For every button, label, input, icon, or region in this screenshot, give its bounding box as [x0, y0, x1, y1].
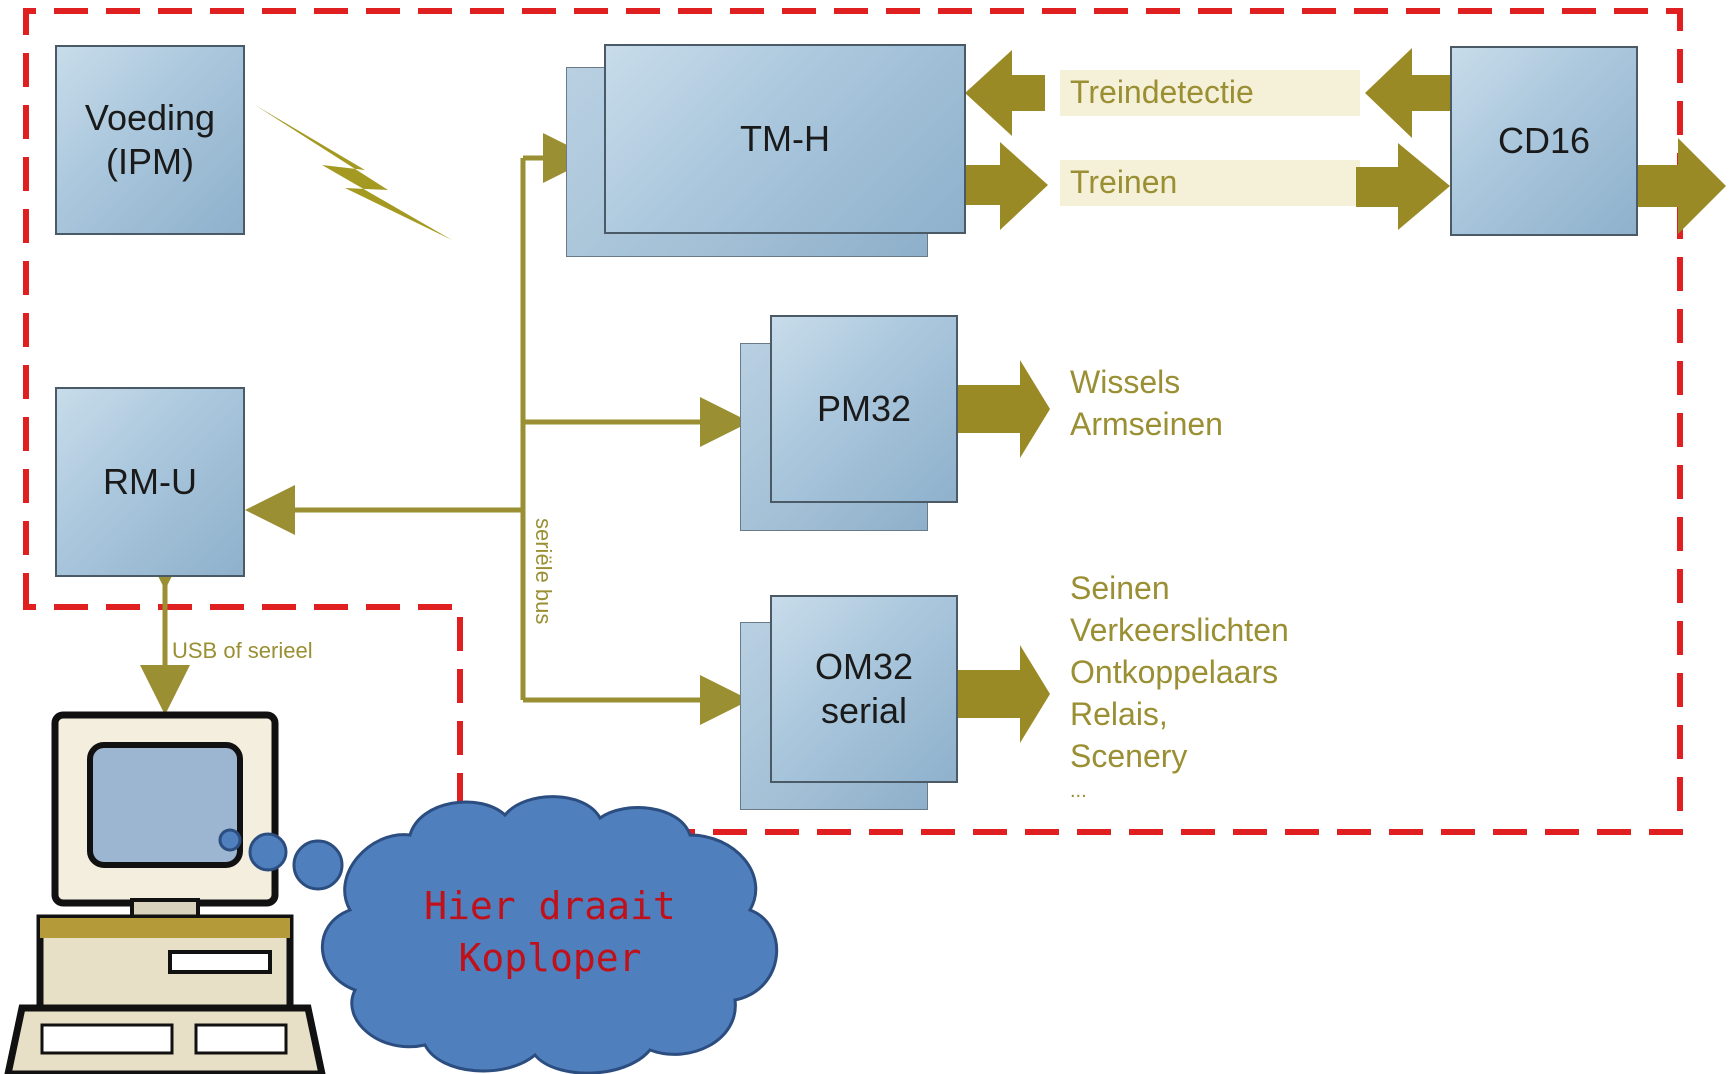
system-boundary: [23, 8, 1683, 835]
om32-output-item: Scenery: [1070, 738, 1188, 774]
serial-bus-label: seriële bus: [531, 518, 556, 625]
tmh-label: TM-H: [740, 118, 830, 159]
om32-outputs-list: Seinen Verkeerslichten Ontkoppelaars Rel…: [1070, 567, 1289, 805]
cd16-label: CD16: [1497, 120, 1591, 161]
treinen-arrow-right: [1356, 143, 1450, 230]
treindetectie-arrow-left: [965, 50, 1045, 136]
om32-label: OM32: [814, 646, 914, 687]
om32-output-item: Ontkoppelaars: [1070, 654, 1279, 690]
computer-icon: [4, 711, 326, 1074]
om32-output-item: Verkeerslichten: [1070, 612, 1289, 648]
cd16-block: CD16: [1450, 46, 1638, 236]
rmu-block: RM-U: [55, 387, 245, 577]
treinen-arrow-left: [960, 142, 1048, 230]
pm32-label: PM32: [816, 388, 912, 429]
thought-cloud-icon: [218, 795, 779, 1074]
om32-output-item: Seinen: [1070, 570, 1170, 606]
om32-output-arrow: [958, 645, 1050, 743]
tmh-block: TM-H: [604, 44, 966, 234]
rmu-label: RM-U: [103, 461, 197, 502]
usb-label: USB of serieel: [172, 638, 313, 663]
pm32-output-item: Wissels: [1070, 364, 1181, 400]
pm32-outputs-list: Wissels Armseinen: [1070, 361, 1223, 445]
treindetectie-label: Treindetectie: [1070, 74, 1254, 110]
voeding-label: Voeding: [84, 97, 216, 138]
om32-output-item: ...: [1070, 780, 1087, 802]
pm32-block: PM32: [770, 315, 958, 503]
om32-output-item: Relais,: [1070, 696, 1168, 732]
pm32-output-item: Armseinen: [1070, 406, 1223, 442]
voeding-block: Voeding (IPM): [55, 45, 245, 235]
pm32-output-arrow: [958, 360, 1050, 458]
om32-block: OM32 serial: [770, 595, 958, 783]
cloud-line-2: Koploper: [458, 936, 642, 980]
cd16-output-arrow: [1638, 138, 1726, 234]
lightning-bolt-icon: [255, 105, 452, 240]
cloud-text: Hier draait Koploper: [410, 880, 690, 984]
cloud-line-1: Hier draait: [424, 884, 676, 928]
om32-sublabel: serial: [820, 690, 907, 731]
treindetectie-arrow-right: [1365, 48, 1450, 138]
treinen-label: Treinen: [1070, 164, 1178, 200]
treindetectie-band: [1060, 70, 1360, 116]
treinen-band: [1060, 160, 1360, 206]
voeding-sublabel: (IPM): [106, 141, 194, 182]
